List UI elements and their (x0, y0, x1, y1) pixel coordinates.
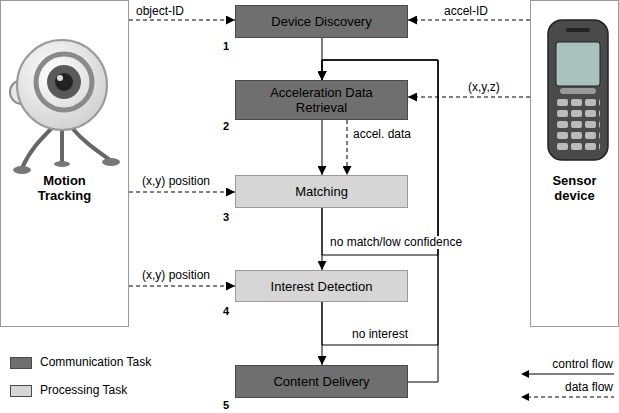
legend-text: Processing Task (40, 384, 127, 397)
data-flow-arrow (129, 192, 235, 193)
box-label: Matching (295, 184, 348, 199)
edge-label: accel-ID (442, 5, 490, 18)
panel-title: Motion Tracking (23, 173, 106, 203)
device-panel: Sensor device (530, 0, 619, 327)
processing-box: Matching (235, 175, 408, 208)
data-flow-arrow (129, 20, 235, 21)
box-label: Acceleration Data Retrieval (248, 85, 395, 115)
data-flow-arrow (408, 20, 530, 21)
legend-text: control flow (552, 358, 613, 371)
legend-swatch (10, 357, 32, 369)
data-flow-arrow (347, 120, 348, 175)
box-label: Content Delivery (273, 374, 369, 389)
edge-label: object-ID (134, 5, 186, 18)
edge-label: (x,y) position (140, 269, 212, 282)
communication-box: Device Discovery (235, 5, 408, 38)
legend-line-samples (521, 370, 614, 401)
communication-box: Acceleration Data Retrieval (235, 80, 408, 120)
webcam-illustration (10, 40, 120, 174)
edge-label: (x,y,z) (466, 81, 502, 94)
phone-illustration (548, 20, 608, 160)
edge-label: no match/low confidence (328, 236, 464, 249)
callout-number: 1 (223, 40, 229, 52)
edge-label: no interest (350, 328, 410, 341)
data-flow-arrow (129, 286, 235, 287)
legend-swatch (10, 385, 32, 397)
processing-box: Interest Detection (235, 270, 408, 302)
box-label: Device Discovery (271, 14, 371, 29)
tracking-panel: Motion Tracking (0, 0, 129, 327)
legend-text: data flow (565, 381, 613, 394)
callout-number: 3 (223, 211, 229, 223)
edge-label: (x,y) position (140, 175, 212, 188)
control-flow-arrow (322, 120, 323, 175)
callout-number: 4 (223, 305, 229, 317)
legend-text: Communication Task (40, 356, 151, 369)
callout-number: 5 (223, 399, 229, 411)
box-label: Interest Detection (271, 279, 373, 294)
edge-label: accel. data (351, 128, 413, 141)
data-flow-arrow (408, 97, 530, 98)
panel-title: Sensor device (541, 173, 608, 203)
communication-box: Content Delivery (235, 365, 408, 398)
callout-number: 2 (223, 120, 229, 132)
